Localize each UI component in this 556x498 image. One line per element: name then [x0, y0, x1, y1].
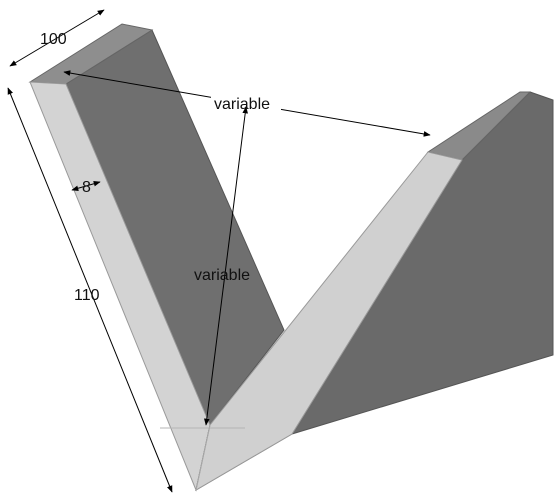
- span-dimension-label: variable: [214, 96, 270, 113]
- depth-dimension-label: variable: [194, 267, 250, 284]
- length-dimension-line: [7, 87, 173, 493]
- width-dimension-label: 100: [40, 31, 67, 48]
- thickness-dimension-line: [71, 181, 101, 191]
- inner-edge: [195, 424, 211, 491]
- width-dimension-line: [9, 9, 105, 67]
- depth-dimension-line: [204, 106, 248, 426]
- thickness-dimension-label: 8: [82, 179, 91, 196]
- length-dimension-label: 110: [74, 287, 100, 304]
